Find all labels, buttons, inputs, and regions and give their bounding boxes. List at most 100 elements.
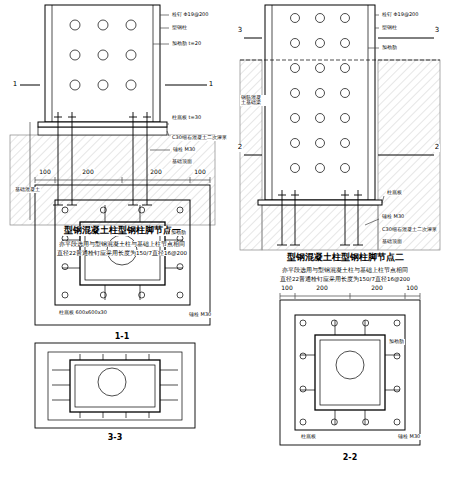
detail-stroke <box>58 112 59 205</box>
detail-stroke <box>52 400 70 401</box>
dimension-text: 100 <box>405 285 418 292</box>
leader-note: 锚栓 M30 <box>381 214 405 220</box>
detail-stroke <box>291 139 300 148</box>
detail-stroke <box>62 268 80 269</box>
detail-stroke <box>331 320 337 326</box>
leader-note: 加劲肋 <box>170 230 187 236</box>
detail-stroke <box>54 117 62 118</box>
detail-stroke <box>143 117 151 118</box>
leader-note: 柱底板 <box>300 434 317 440</box>
detail-stroke <box>103 354 104 360</box>
detail-stroke <box>291 64 300 73</box>
leader-note: 栓钉 Φ19@200 <box>171 12 209 18</box>
leader-note: 柱底板 600x600x30 <box>58 310 108 316</box>
detail-stroke <box>291 39 300 48</box>
leader-note: C30细石混凝土二次灌浆 <box>171 135 228 141</box>
detail-stroke <box>394 419 400 425</box>
detail-stroke <box>70 50 80 60</box>
detail-stroke <box>140 285 141 300</box>
detail-stroke <box>278 195 286 196</box>
detail-stroke <box>358 190 359 245</box>
detail-title: 直径22普通栓钉应采用长度为150/7直径16@200 <box>279 276 411 282</box>
detail-stroke <box>105 205 106 222</box>
detail-stroke <box>316 164 325 173</box>
leader-note: 加劲肋 <box>381 45 398 51</box>
detail-stroke <box>340 245 350 246</box>
detail-stroke <box>100 207 106 213</box>
detail-stroke <box>316 39 325 48</box>
detail-stroke <box>126 354 127 360</box>
detail-stroke <box>133 112 134 205</box>
detail-stroke <box>149 412 150 418</box>
detail-stroke <box>147 112 148 205</box>
grout-layer <box>38 127 167 135</box>
detail-stroke <box>129 117 137 118</box>
detail-stroke <box>160 385 178 386</box>
detail-stroke <box>316 139 325 148</box>
detail-stroke <box>363 320 369 326</box>
detail-stroke <box>98 80 108 90</box>
section-mark: 3-3 <box>107 434 123 443</box>
detail-stroke <box>72 112 73 205</box>
detail-stroke <box>100 292 106 298</box>
detail-stroke <box>291 164 300 173</box>
detail-stroke <box>126 20 136 30</box>
leader-note: 加劲肋 t=20 <box>171 41 202 47</box>
detail-stroke <box>128 205 138 206</box>
section-mark: 1 <box>12 81 18 89</box>
detail-stroke <box>316 114 325 123</box>
detail-stroke <box>67 205 77 206</box>
detail-stroke <box>160 400 178 401</box>
detail-stroke <box>300 355 315 356</box>
detail-stroke <box>295 190 296 245</box>
detail-stroke <box>126 412 127 418</box>
leader-note: 柱底板 t=30 <box>171 115 202 121</box>
dimension-text: 200 <box>149 169 162 176</box>
detail-stroke <box>290 245 300 246</box>
detail-stroke <box>300 390 315 391</box>
detail-stroke <box>62 207 68 213</box>
detail-title: 型钢混凝土柱型钢柱脚节点一 <box>63 226 182 236</box>
detail-stroke <box>341 114 350 123</box>
section-mark: 2 <box>237 144 243 152</box>
leader-note: 基础混凝土 <box>14 187 41 193</box>
detail-stroke <box>316 64 325 73</box>
detail-stroke <box>316 14 325 23</box>
detail-stroke <box>52 370 70 371</box>
detail-stroke <box>105 285 106 300</box>
detail-stroke <box>52 385 70 386</box>
detail-stroke <box>300 353 306 359</box>
detail-stroke <box>394 320 400 326</box>
detail-title: 直径22普通栓钉应采用长度为150/7直径16@200 <box>56 250 188 256</box>
detail-stroke <box>385 355 400 356</box>
leader-note: 基础顶面 <box>381 239 403 245</box>
section-mark: 2-2 <box>342 454 358 463</box>
dimension-text: 200 <box>370 285 383 292</box>
detail-stroke <box>363 419 369 425</box>
detail-stroke <box>341 139 350 148</box>
detail-stroke <box>80 354 81 360</box>
detail-stroke <box>300 386 306 392</box>
detail-title: 亦平段选用与型钢混凝土柱与基础上柱节点相同 <box>281 267 409 273</box>
dimension-text: 100 <box>193 169 206 176</box>
base-plate <box>38 122 167 127</box>
detail-stroke <box>365 320 366 335</box>
section-mark: 1-1 <box>114 333 130 342</box>
foundation-hatch <box>10 135 215 225</box>
detail-stroke <box>177 264 183 270</box>
steel-column <box>265 5 375 200</box>
detail-stroke <box>354 195 362 196</box>
detail-stroke <box>331 419 337 425</box>
detail-stroke <box>316 89 325 98</box>
detail-stroke <box>282 190 283 245</box>
detail-stroke <box>149 354 150 360</box>
leader-note: 加劲肋 <box>388 339 405 345</box>
detail-stroke <box>341 39 350 48</box>
detail-stroke <box>353 245 363 246</box>
leader-note: 钢筋混凝土基础梁 <box>240 95 266 106</box>
section-mark: 3 <box>237 27 243 35</box>
detail-stroke <box>165 268 183 269</box>
dimension-text: 100 <box>280 285 293 292</box>
detail-stroke <box>291 14 300 23</box>
